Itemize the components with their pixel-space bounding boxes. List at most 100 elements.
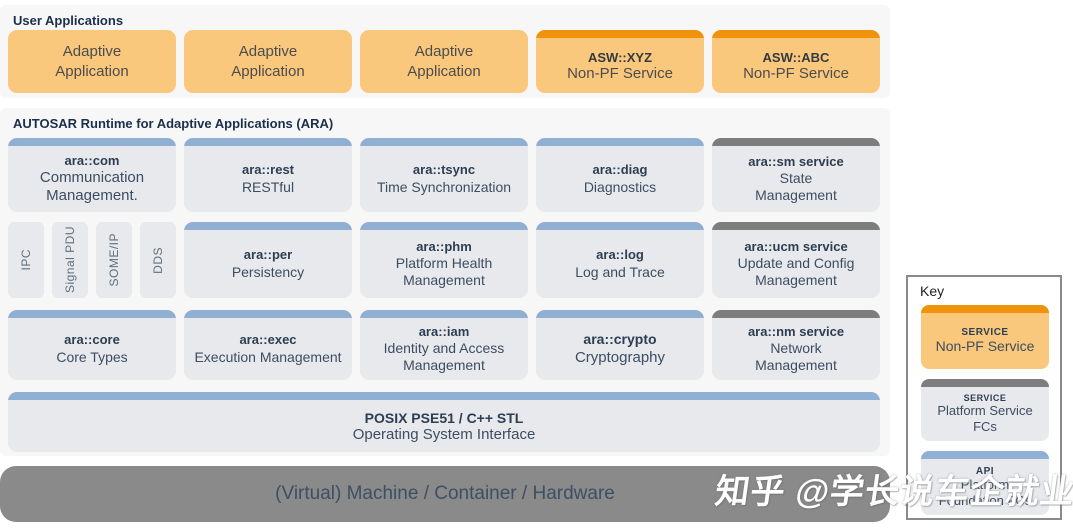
module-subtitle: Network Management [755, 340, 837, 374]
os-title: POSIX PSE51 / C++ STL [364, 409, 524, 426]
api-stripe [360, 310, 528, 318]
zhihu-watermark: 知乎 @学长说车企就业 [712, 473, 1073, 511]
box-ipc: IPC [8, 222, 44, 298]
service-stripe [921, 379, 1049, 387]
protocol-label: SOME/IP [107, 233, 121, 287]
api-stripe [184, 138, 352, 146]
module-subtitle: Time Synchronization [376, 178, 512, 195]
service-stripe [712, 30, 880, 38]
key-label: Platform Foundation FCs [938, 476, 1032, 508]
key-tag: SERVICE [961, 327, 1009, 339]
key-heading: Key [920, 283, 945, 299]
box-ara-log: ara::log Log and Trace [536, 222, 704, 298]
module-title: ara::log [596, 247, 644, 263]
service-stripe [712, 310, 880, 318]
ara-row-3: ara::core Core Types ara::exec Execution… [8, 310, 880, 380]
api-stripe [360, 222, 528, 230]
box-ara-per: ara::per Persistency [184, 222, 352, 298]
adaptive-application-label: Adaptive Application [407, 43, 481, 80]
adaptive-application-label: Adaptive Application [231, 43, 305, 80]
module-title: ara::rest [241, 162, 295, 178]
box-ara-phm: ara::phm Platform Health Management [360, 222, 528, 298]
box-signal-pdu: Signal PDU [52, 222, 88, 298]
api-stripe [536, 138, 704, 146]
protocol-label: DDS [151, 246, 165, 274]
box-adaptive-application-3: Adaptive Application [360, 30, 528, 93]
box-someip: SOME/IP [96, 222, 132, 298]
service-stripe [712, 138, 880, 146]
hardware-bar: (Virtual) Machine / Container / Hardware [0, 466, 890, 522]
ara-heading: AUTOSAR Runtime for Adaptive Application… [13, 116, 334, 131]
module-subtitle: Communication Management. [39, 168, 145, 205]
key-label: Non-PF Service [935, 338, 1035, 355]
module-subtitle: Update and Config Management [737, 255, 855, 289]
protocol-label: Signal PDU [63, 226, 77, 294]
api-stripe [184, 310, 352, 318]
module-title: ara::crypto [583, 331, 657, 348]
module-subtitle: Persistency [231, 263, 305, 280]
module-title: ara::phm [416, 238, 472, 254]
module-title: ara::ucm service [744, 238, 848, 254]
module-title: ara::sm service [748, 153, 844, 169]
api-stripe [921, 451, 1049, 459]
asw-title: ASW::XYZ [587, 49, 653, 65]
communication-protocols-group: IPC Signal PDU SOME/IP DDS [8, 222, 176, 298]
key-item-non-pf-service: SERVICE Non-PF Service [921, 305, 1049, 369]
module-subtitle: Log and Trace [575, 263, 665, 280]
os-subtitle: Operating System Interface [352, 425, 536, 443]
api-stripe [8, 392, 880, 400]
box-ara-ucm-service: ara::ucm service Update and Config Manag… [712, 222, 880, 298]
key-tag: SERVICE [963, 393, 1007, 404]
module-subtitle: Execution Management [194, 348, 342, 365]
module-title: ara::core [64, 332, 120, 348]
api-stripe [8, 138, 176, 146]
module-subtitle: RESTful [241, 178, 295, 195]
module-title: ara::nm service [747, 323, 845, 339]
key-panel: Key SERVICE Non-PF Service SERVICE Platf… [906, 275, 1062, 520]
key-tag: API [975, 465, 995, 477]
box-ara-diag: ara::diag Diagnostics [536, 138, 704, 212]
box-adaptive-application-1: Adaptive Application [8, 30, 176, 93]
box-ara-nm-service: ara::nm service Network Management [712, 310, 880, 380]
api-stripe [8, 310, 176, 318]
module-title: ara::tsync [412, 162, 476, 178]
module-subtitle: Diagnostics [583, 178, 657, 195]
ara-row-1: ara::com Communication Management. ara::… [8, 138, 880, 212]
asw-subtitle: Non-PF Service [567, 64, 673, 82]
box-asw-xyz-service: ASW::XYZ Non-PF Service [536, 30, 704, 93]
box-ara-iam: ara::iam Identity and Access Management [360, 310, 528, 380]
module-title: ara::com [64, 152, 120, 168]
user-applications-heading: User Applications [13, 13, 124, 28]
user-applications-row: Adaptive Application Adaptive Applicatio… [8, 30, 880, 93]
box-ara-exec: ara::exec Execution Management [184, 310, 352, 380]
box-ara-crypto: ara::crypto Cryptography [536, 310, 704, 380]
api-stripe [536, 310, 704, 318]
box-ara-sm-service: ara::sm service State Management [712, 138, 880, 212]
api-stripe [536, 222, 704, 230]
adaptive-application-label: Adaptive Application [55, 43, 129, 80]
module-subtitle: Core Types [56, 348, 128, 365]
service-stripe [921, 305, 1049, 313]
api-stripe [360, 138, 528, 146]
module-subtitle: Platform Health Management [395, 255, 493, 289]
module-subtitle: Cryptography [574, 348, 666, 366]
key-item-platform-service-fcs: SERVICE Platform Service FCs [921, 379, 1049, 441]
module-title: ara::diag [592, 162, 648, 178]
module-title: ara::iam [418, 323, 470, 339]
box-dds: DDS [140, 222, 176, 298]
box-os-interface: POSIX PSE51 / C++ STL Operating System I… [8, 392, 880, 452]
ara-section: AUTOSAR Runtime for Adaptive Application… [0, 108, 890, 456]
key-item-platform-foundation-fcs: API Platform Foundation FCs [921, 451, 1049, 515]
module-title: ara::exec [239, 332, 297, 348]
module-subtitle: Identity and Access Management [383, 340, 505, 374]
hardware-bar-label: (Virtual) Machine / Container / Hardware [275, 483, 615, 504]
protocol-label: IPC [19, 249, 33, 271]
key-label: Platform Service FCs [937, 403, 1033, 434]
service-stripe [536, 30, 704, 38]
box-asw-abc-service: ASW::ABC Non-PF Service [712, 30, 880, 93]
box-ara-com: ara::com Communication Management. [8, 138, 176, 212]
asw-title: ASW::ABC [762, 49, 830, 65]
box-ara-core: ara::core Core Types [8, 310, 176, 380]
module-subtitle: State Management [755, 170, 837, 204]
